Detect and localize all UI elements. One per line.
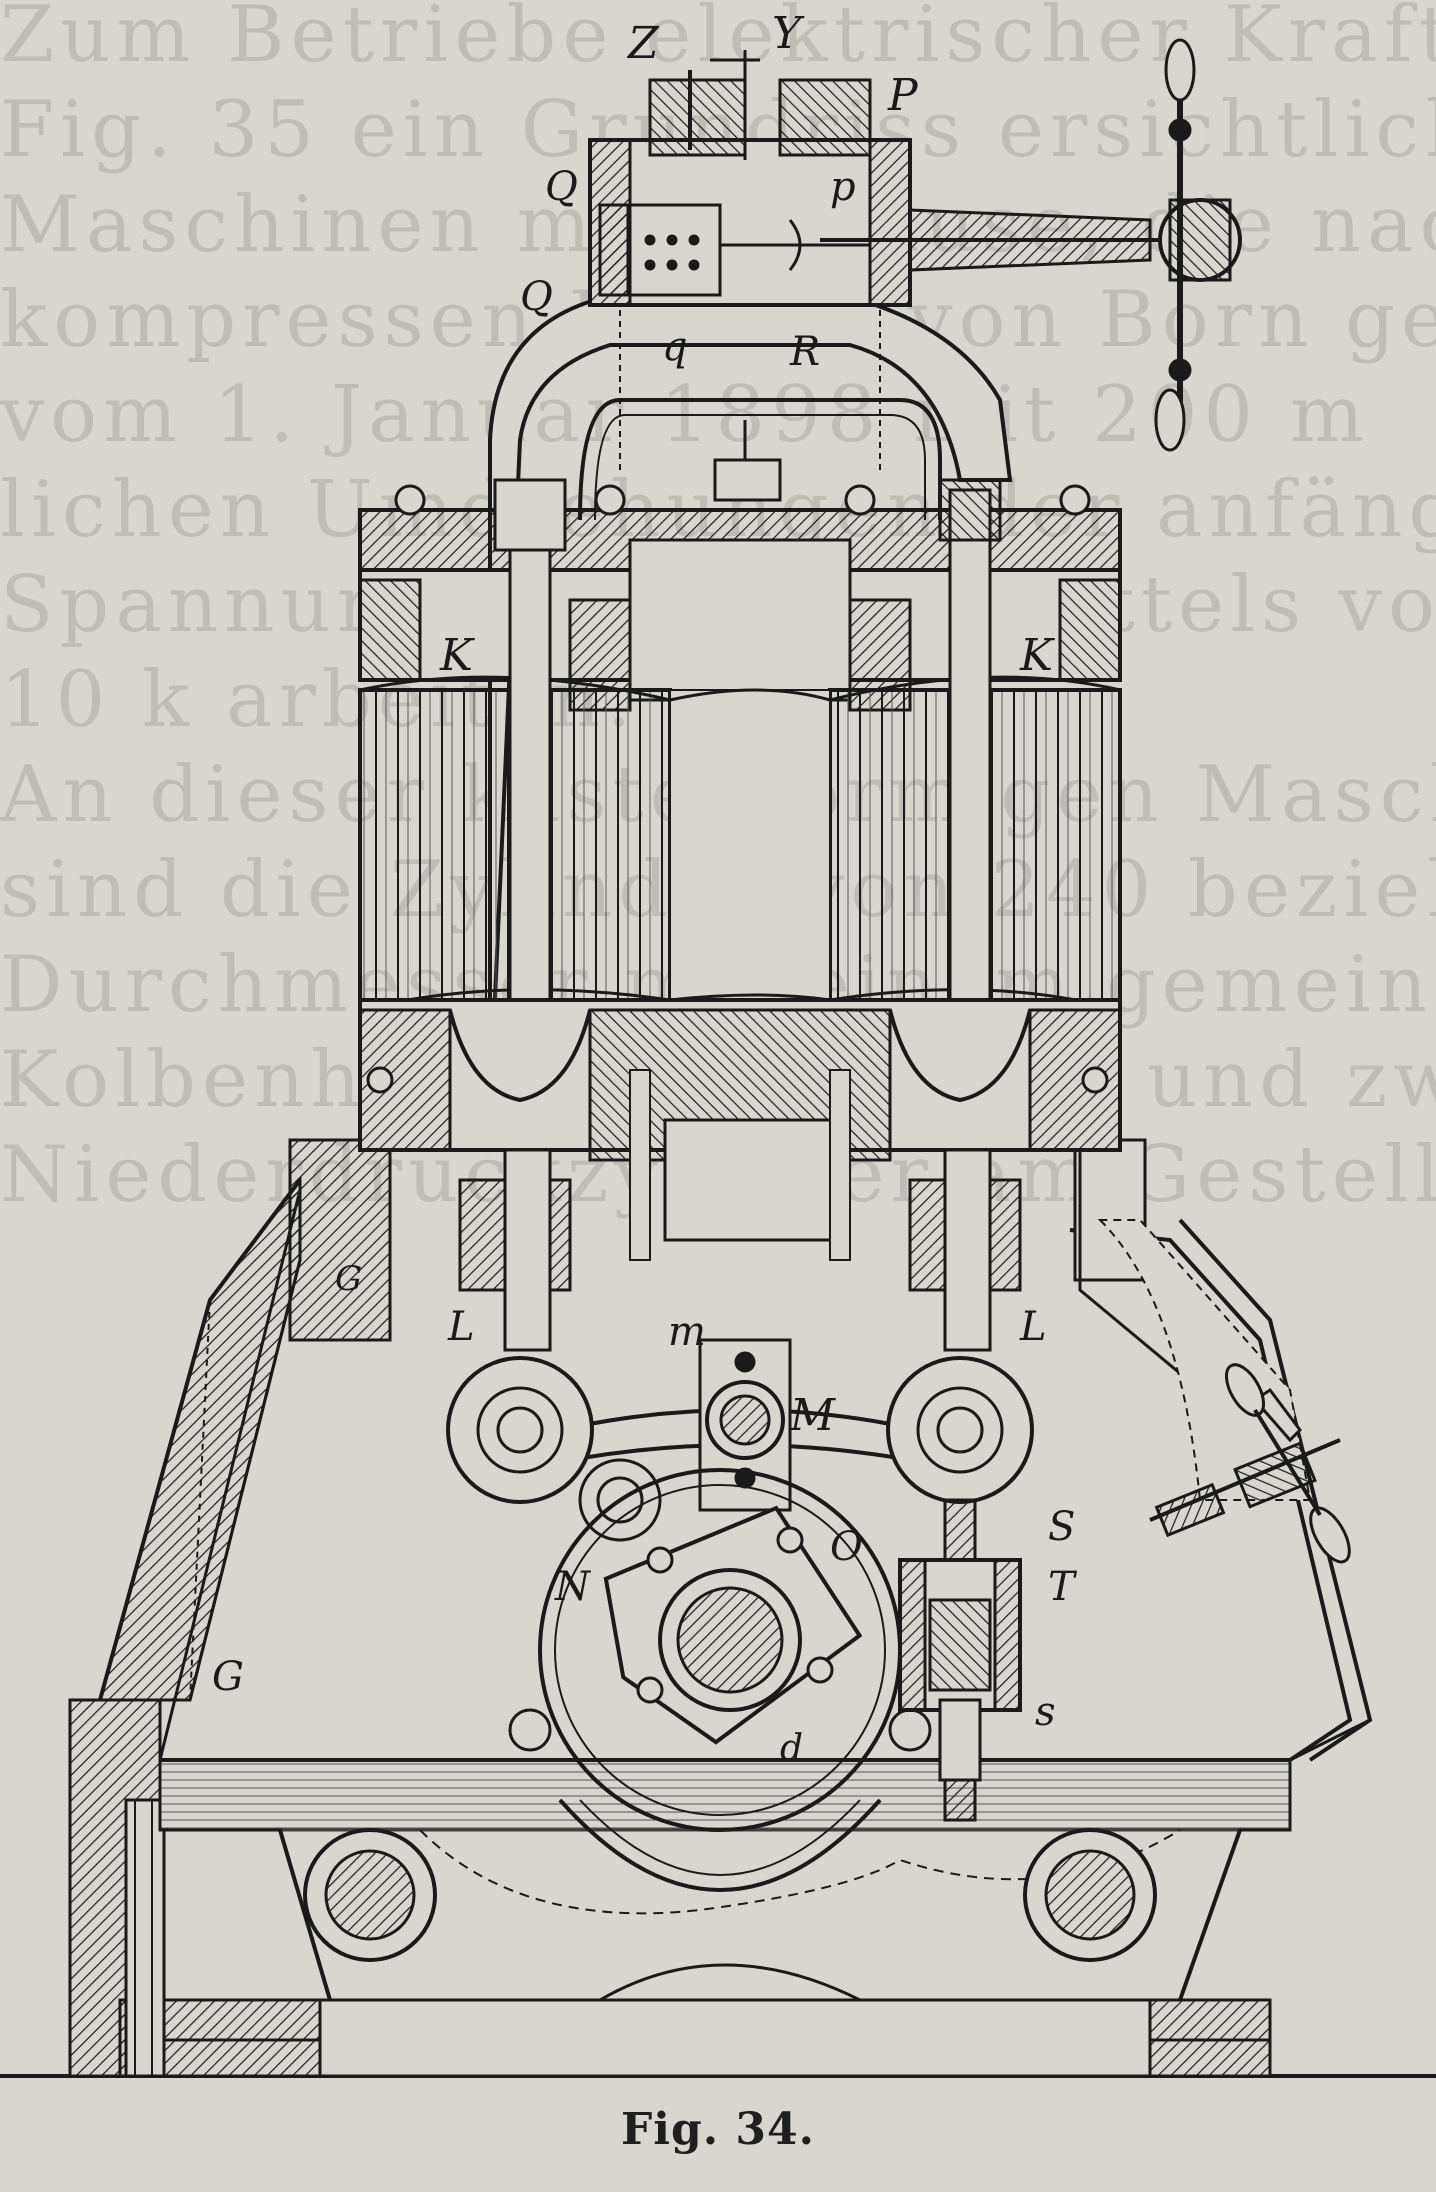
linkage [446, 1148, 1034, 1542]
cylinder-block [358, 478, 1122, 1292]
label-Y: Y [772, 8, 805, 59]
side-handwheel [1149, 1363, 1351, 1564]
crankcase-lower [158, 1758, 1292, 2002]
label-s: s [1035, 1689, 1056, 1735]
label-P-top: P [887, 70, 919, 121]
label-K-left: K [439, 630, 475, 681]
label-G-top: G [335, 1259, 362, 1299]
label-M: M [789, 1390, 836, 1441]
label-N: N [554, 1564, 592, 1610]
label-Q1: Q [545, 164, 578, 210]
label-Q2: Q [520, 274, 553, 320]
label-G-left: G [212, 1654, 244, 1700]
label-d: d [780, 1728, 803, 1769]
label-O: O [830, 1524, 863, 1570]
figure-caption: Fig. 34. [621, 2104, 815, 2155]
label-L-left: L [447, 1304, 475, 1350]
label-q: q [662, 324, 688, 370]
valve-chest [488, 38, 1242, 1111]
label-P-mid: p [830, 164, 856, 210]
oil-pump [898, 1498, 1022, 1822]
crank-assembly [508, 1468, 932, 1892]
label-R: R [789, 329, 820, 375]
label-S: S [1048, 1504, 1075, 1550]
a-frame-housing [98, 1138, 1373, 1762]
label-T: T [1048, 1564, 1078, 1610]
label-L-right: L [1019, 1304, 1047, 1350]
label-K-right: K [1019, 630, 1055, 681]
label-m: m [668, 1309, 706, 1355]
part-labels: Z Y P p Q Q q R K K L L m M O N G G S T … [212, 8, 1078, 1769]
label-Z: Z [626, 18, 660, 69]
